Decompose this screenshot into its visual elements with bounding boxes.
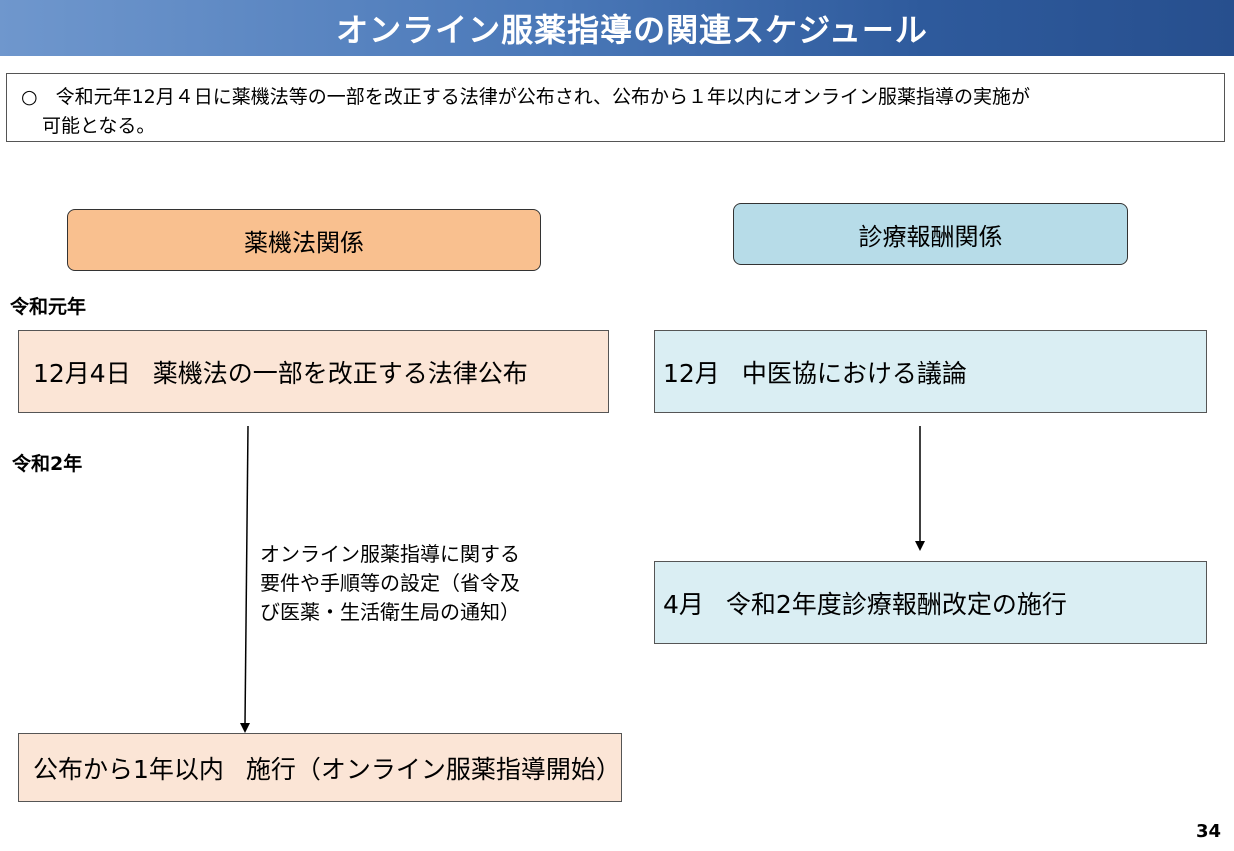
event-text: 薬機法の一部を改正する法律公布 [152, 358, 528, 388]
annotation-line-1: オンライン服薬指導に関する [260, 542, 520, 566]
arrow-annotation: オンライン服薬指導に関する 要件や手順等の設定（省令及 び医薬・生活衛生局の通知… [260, 540, 520, 627]
event-text: 中医協における議論 [741, 358, 967, 388]
arrow-right [915, 426, 925, 551]
event-date: 12月 [663, 358, 720, 388]
event-text: 施行（オンライン服薬指導開始） [245, 754, 621, 784]
event-date: 公布から1年以内 [33, 754, 224, 784]
note-line-1: ○ 令和元年12月４日に薬機法等の一部を改正する法律が公布され、公布から１年以内に… [21, 83, 1210, 112]
page-number: 34 [1196, 821, 1222, 842]
arrow-left [240, 425, 250, 733]
page-title: オンライン服薬指導の関連スケジュール [336, 11, 928, 49]
event-text: 令和2年度診療報酬改定の施行 [725, 589, 1067, 619]
annotation-line-3: び医薬・生活衛生局の通知） [260, 600, 520, 624]
annotation-line-2: 要件や手順等の設定（省令及 [260, 571, 520, 595]
year-label-reiwa-2: 令和2年 [12, 453, 83, 475]
event-law-promulgation: 12月4日薬機法の一部を改正する法律公布 [18, 330, 609, 413]
year-label-reiwa-1: 令和元年 [10, 296, 87, 318]
header-medical-fee: 診療報酬関係 [733, 203, 1128, 265]
header-pharma-law: 薬機法関係 [67, 209, 541, 271]
title-bar: オンライン服薬指導の関連スケジュール [0, 0, 1234, 56]
event-fee-revision: 4月令和2年度診療報酬改定の施行 [654, 561, 1207, 644]
summary-note: ○ 令和元年12月４日に薬機法等の一部を改正する法律が公布され、公布から１年以内に… [6, 73, 1225, 142]
event-date: 12月4日 [33, 358, 131, 388]
event-chuikyo-discussion: 12月中医協における議論 [654, 330, 1207, 413]
event-date: 4月 [663, 589, 704, 619]
note-text-2: 可能となる。 [42, 115, 156, 137]
note-text-1: 令和元年12月４日に薬機法等の一部を改正する法律が公布され、公布から１年以内にオ… [55, 86, 1030, 108]
bullet-circle-icon: ○ [21, 86, 38, 108]
event-law-enforcement: 公布から1年以内施行（オンライン服薬指導開始） [18, 733, 622, 802]
